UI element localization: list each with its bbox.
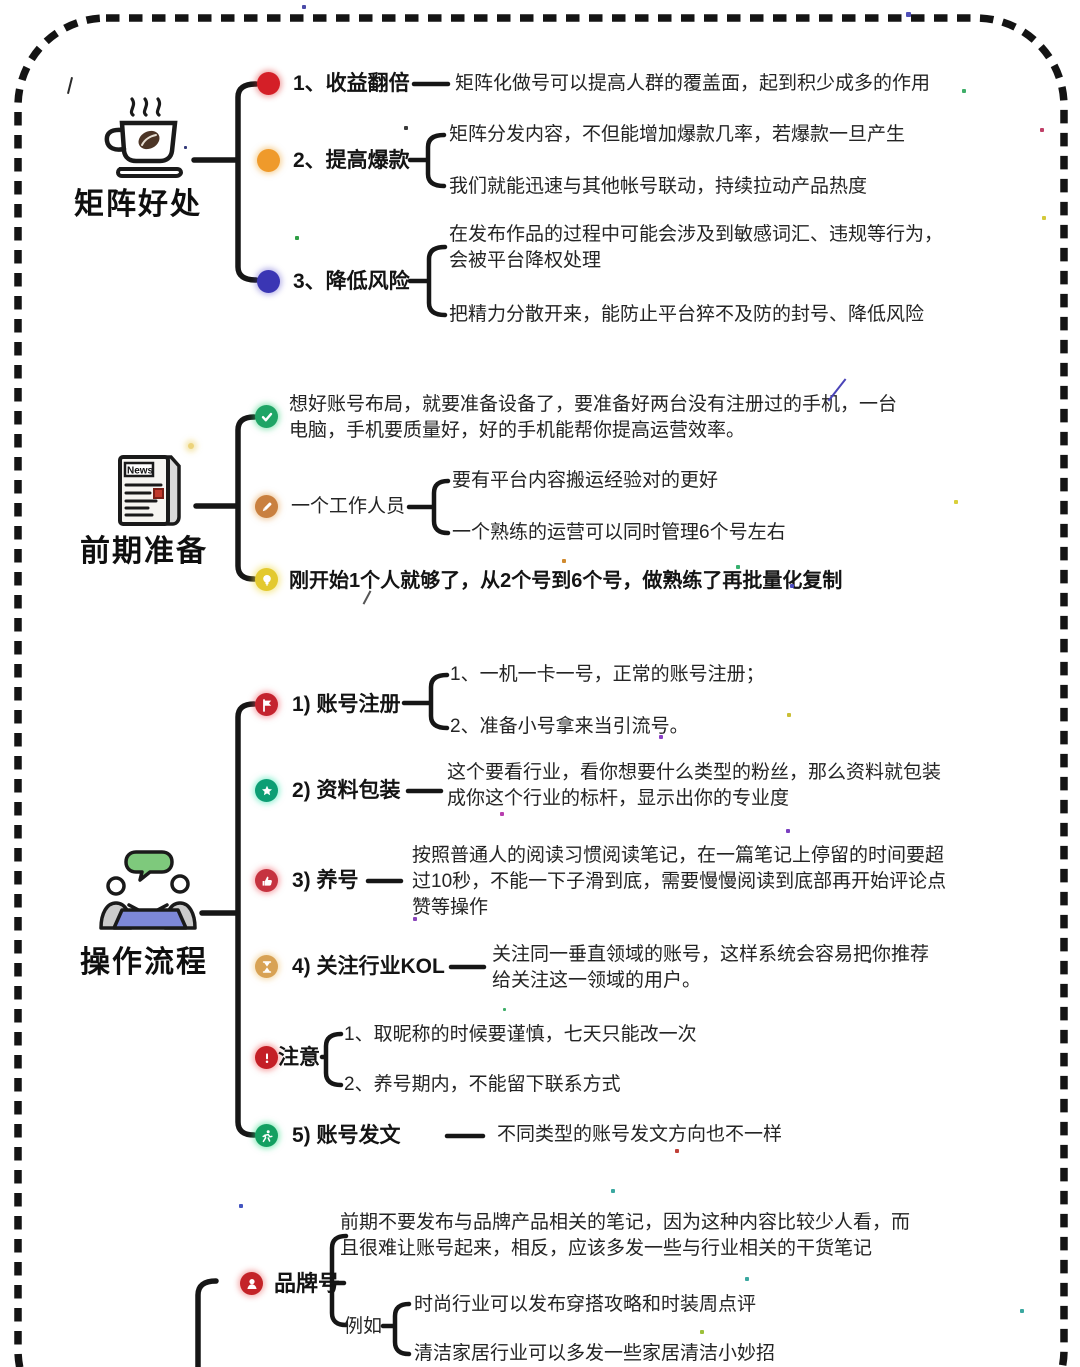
branch-label: 1、收益翻倍 (293, 72, 410, 95)
branch-label: 3、降低风险 (293, 270, 410, 293)
noise-speck (787, 713, 791, 717)
exclamation-icon (255, 1046, 278, 1069)
noise-speck (906, 12, 911, 17)
branch-label: 4) 关注行业KOL (292, 955, 445, 978)
branch-text: 关注同一垂直领域的账号，这样系统会容易把你推荐 给关注这一领域的用户。 (492, 944, 930, 991)
section-title-preparation: 前期准备 (80, 535, 208, 568)
meeting-icon (99, 850, 197, 930)
branch-text: 这个要看行业，看你想要什么类型的粉丝，那么资料就包装 成你这个行业的标杆，显示出… (447, 762, 942, 809)
blue-dot (257, 270, 280, 293)
lightbulb-icon (255, 568, 278, 591)
branch-label: 2、提高爆款 (293, 149, 410, 172)
branch-text: 清洁家居行业可以多发一些家居清洁小妙招 (414, 1343, 776, 1364)
noise-speck (302, 5, 306, 9)
noise-speck (659, 735, 663, 739)
branch-text: 想好账号布局，就要准备设备了，要准备好两台没有注册过的手机，一台 电脑，手机要质… (289, 394, 898, 441)
noise-speck (675, 1149, 679, 1153)
noise-speck (1020, 1309, 1024, 1313)
branch-text: 把精力分散开来，能防止平台猝不及防的封号、降低风险 (449, 304, 925, 325)
noise-speck (184, 146, 187, 149)
noise-speck (700, 1330, 704, 1334)
branch-text: 1、一机一卡一号，正常的账号注册； (450, 664, 765, 685)
orange-dot (257, 149, 280, 172)
section-title-process: 操作流程 (80, 946, 208, 979)
noise-speck (1040, 128, 1044, 132)
branch-text: 不同类型的账号发文方向也不一样 (497, 1124, 783, 1145)
noise-speck (239, 1204, 243, 1208)
noise-speck (1042, 216, 1046, 220)
noise-speck (413, 917, 417, 921)
branch-label: 2) 资料包装 (292, 779, 401, 802)
noise-speck (188, 443, 194, 449)
flag-icon (255, 693, 278, 716)
hourglass-icon (255, 955, 278, 978)
stray-mark (66, 77, 74, 94)
noise-speck (611, 1189, 615, 1193)
branch-label: 1) 账号注册 (292, 693, 401, 716)
noise-speck (954, 500, 958, 504)
branch-text-bold: 刚开始1个人就够了，从2个号到6个号，做熟练了再批量化复制 (289, 570, 843, 592)
noise-speck (868, 960, 871, 963)
noise-speck (503, 1008, 506, 1011)
branch-label: 注意 (278, 1046, 320, 1069)
branch-text: 一个熟练的运营可以同时管理6个号左右 (452, 522, 786, 543)
red-dot (257, 72, 280, 95)
branch-label: 一个工作人员 (291, 496, 406, 517)
noise-speck (404, 126, 408, 130)
branch-text: 1、取昵称的时候要谨慎，七天只能改一次 (344, 1024, 697, 1045)
branch-label: 品牌号 (274, 1271, 341, 1296)
noise-speck (736, 565, 740, 569)
coffee-cup-icon (104, 97, 184, 178)
branch-text: 时尚行业可以发布穿搭攻略和时装周点评 (414, 1294, 757, 1315)
branch-text: 2、养号期内，不能留下联系方式 (344, 1074, 621, 1095)
branch-text: 前期不要发布与品牌产品相关的笔记，因为这种内容比较少人看，而 且很难让账号起来，… (340, 1212, 911, 1259)
runner-icon (255, 1124, 278, 1147)
noise-speck (745, 1277, 749, 1281)
branch-text: 2、准备小号拿来当引流号。 (450, 716, 689, 737)
branch-text: 要有平台内容搬运经验对的更好 (452, 470, 719, 491)
star-icon (255, 779, 278, 802)
thumbs-up-icon (255, 869, 278, 892)
noise-speck (790, 584, 794, 588)
branch-text: 矩阵分发内容，不但能增加爆款几率，若爆款一旦产生 (449, 124, 906, 145)
branch-text: 我们就能迅速与其他帐号联动，持续拉动产品热度 (449, 176, 868, 197)
branch-label: 例如 (344, 1316, 383, 1337)
section-title-benefits: 矩阵好处 (74, 188, 202, 221)
noise-speck (562, 559, 566, 563)
pencil-icon (255, 495, 278, 518)
branch-text: 按照普通人的阅读习惯阅读笔记，在一篇笔记上停留的时间要超 过10秒，不能一下子滑… (412, 845, 947, 918)
noise-speck (500, 812, 504, 816)
branch-text: 在发布作品的过程中可能会涉及到敏感词汇、违规等行为， 会被平台降权处理 (449, 224, 944, 271)
person-icon (240, 1272, 263, 1295)
noise-speck (962, 89, 966, 93)
noise-speck (295, 236, 299, 240)
check-icon (255, 405, 278, 428)
branch-text: 矩阵化做号可以提高人群的覆盖面，起到积少成多的作用 (455, 73, 931, 94)
newspaper-icon: News (118, 455, 181, 526)
noise-speck (786, 829, 790, 833)
branch-label: 5) 账号发文 (292, 1124, 401, 1147)
news-icon-label: News (127, 466, 154, 477)
branch-label: 3) 养号 (292, 869, 359, 892)
